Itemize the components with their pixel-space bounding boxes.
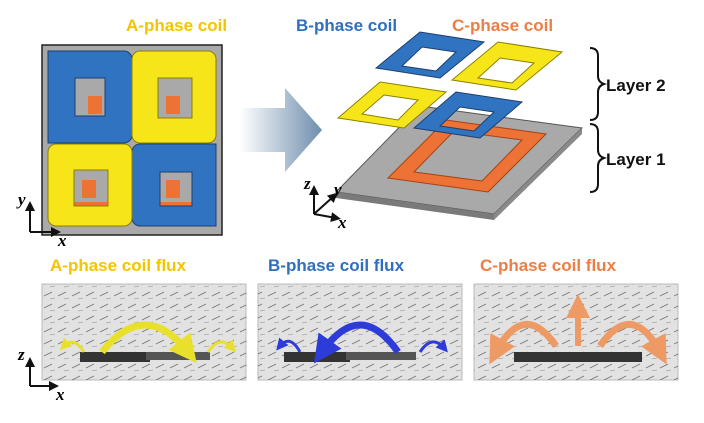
c-phase-flux-arrow-left [489,321,559,365]
transition-arrow [240,88,322,172]
top-view-axes: y x [16,190,67,250]
b-phase-coil-top-view [47,50,217,227]
c-phase-flux-panel [473,283,679,381]
z-axis-label-iso: z [303,174,311,193]
c-phase-flux-label: C-phase coil flux [480,256,617,275]
a-phase-coil-label: A-phase coil [126,16,228,35]
b-phase-flux-arrow-right [418,339,448,353]
layer-1-plate [334,105,584,220]
layer-2-coils [336,31,564,139]
a-phase-coil-layer-2-front [336,81,448,129]
x-axis-label: x [57,231,67,250]
c-phase-flux-arrow-right [597,321,667,365]
isometric-layers [334,31,584,220]
b-phase-flux-arrow-main [313,321,401,364]
b-phase-flux-label: B-phase coil flux [268,256,405,275]
a-phase-coil-top-view [47,50,217,227]
layer-2-bracket [589,47,608,121]
y-axis-label-iso: y [332,180,342,199]
a-phase-flux-arrow-left [59,337,86,353]
y-axis-label: y [16,190,26,209]
b-phase-coil-label: B-phase coil [296,16,398,35]
isometric-axes: z y x [303,174,347,232]
layer-2-label: Layer 2 [606,76,666,95]
b-phase-flux-panel [257,283,463,381]
b-phase-coil-layer-2-back [374,31,486,79]
x-axis-label-flux: x [55,385,65,404]
a-phase-flux-arrow-main [99,321,197,363]
a-phase-flux-arrow-right [206,339,236,353]
a-phase-flux-panel [41,283,247,381]
c-phase-coil-label: C-phase coil [452,16,554,35]
flux-axes: z x [17,345,65,404]
layer-1-label: Layer 1 [606,150,666,169]
top-view-coil-layout [41,44,223,236]
b-phase-flux-arrow-left [276,337,302,353]
layer-1-bracket [589,123,608,193]
x-axis-label-iso: x [337,213,347,232]
z-axis-label-flux: z [17,345,25,364]
a-phase-flux-label: A-phase coil flux [50,256,187,275]
b-phase-coil-layer-2-front [412,91,524,139]
a-phase-coil-layer-2-back [450,41,564,91]
c-phase-coil-layer-1 [386,119,548,193]
